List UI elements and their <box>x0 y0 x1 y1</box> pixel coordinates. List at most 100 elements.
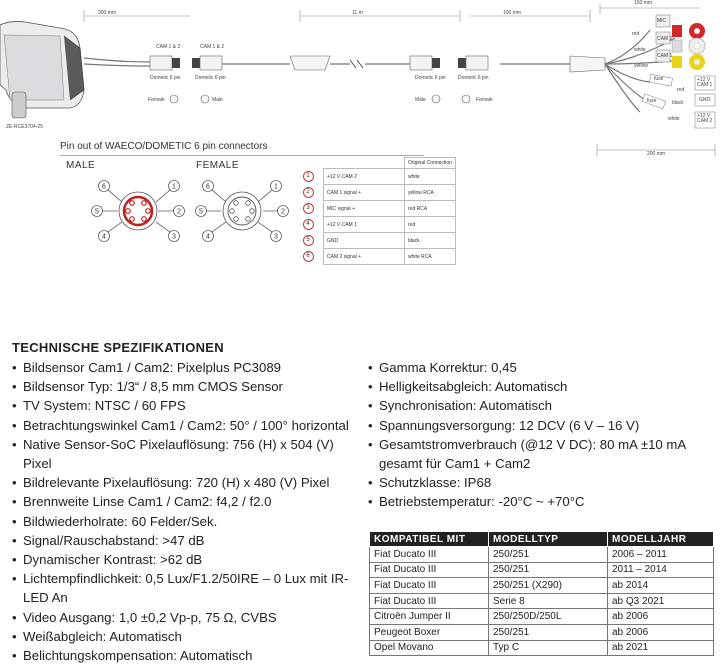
svg-text:4: 4 <box>206 234 210 241</box>
pin-signal: +12 V CAM 1 <box>323 216 405 233</box>
label-male-left: Male <box>212 97 223 103</box>
svg-text:6: 6 <box>102 184 106 191</box>
pinout-row: 2 CAM 1 signal +yellow RCA <box>293 184 456 201</box>
connector-left-pair <box>149 55 223 71</box>
compat-cell: Fiat Ducato III <box>369 561 489 579</box>
compat-cell: ab 2006 <box>607 623 714 641</box>
pin-number: 2 <box>302 187 314 198</box>
spec-item: Betrachtungswinkel Cam1 / Cam2: 50° / 10… <box>12 416 357 435</box>
label-gnd: GND <box>699 97 711 103</box>
pinout-header: Original Connection <box>404 157 456 169</box>
compat-cell: ab 2021 <box>607 639 714 657</box>
spec-item: Native Sensor-SoC Pixelauflösung: 756 (H… <box>12 435 357 473</box>
label-female-right: Female <box>476 97 493 103</box>
pin-original: red RCA <box>404 200 456 217</box>
dim-200: 200 mm <box>647 151 666 157</box>
pin-signal: MIC signal + <box>323 200 405 217</box>
compat-cell: 250/251 <box>488 561 608 579</box>
wire-yellow: yellow <box>634 63 648 69</box>
compat-cell: Fiat Ducato III <box>369 577 489 594</box>
spec-item: Gesamtstromverbrauch (@12 V DC): 80 mA ±… <box>368 435 713 473</box>
wiring-diagram <box>0 4 716 156</box>
compat-cell: Typ C <box>488 639 608 657</box>
pinout-title: Pin out of WAECO/DOMETIC 6 pin connector… <box>60 141 268 152</box>
compatibility-table: KOMPATIBEL MIT MODELLTYP MODELLJAHR Fiat… <box>369 531 714 657</box>
compat-cell: ab 2006 <box>607 608 714 625</box>
spec-item: Lichtempfindlichkeit: 0,5 Lux/F1.2/50IRE… <box>12 569 357 607</box>
spec-item: Signal/Rauschabstand: >47 dB <box>12 531 357 550</box>
pin-number: 5 <box>302 235 314 246</box>
svg-text:3: 3 <box>274 234 278 241</box>
compat-cell: Peugeot Boxer <box>369 623 489 641</box>
label-12v-cam2: +12 V CAM 2 <box>697 113 713 124</box>
specs-list-right: Gamma Korrektur: 0,45 Helligkeitsabgleic… <box>368 358 713 512</box>
spec-item: Gamma Korrektur: 0,45 <box>368 358 713 377</box>
compat-cell: ab Q3 2021 <box>607 592 714 610</box>
dim-100: 100 mm <box>503 10 522 16</box>
pin-number: 3 <box>302 203 314 214</box>
label-dometic-3: Dometic 6 pin <box>415 75 446 81</box>
spec-item: Betriebstemperatur: -20°C ~ +70°C <box>368 492 713 511</box>
dim-150: 150 mm <box>634 0 653 6</box>
label-dometic-2: Dometic 6 pin <box>195 75 226 81</box>
svg-text:5: 5 <box>199 209 203 216</box>
svg-text:5: 5 <box>95 209 99 216</box>
label-male: MALE <box>66 160 96 171</box>
compat-cell: 250/251 <box>488 623 608 641</box>
label-cam1: CAM 1 <box>657 53 673 59</box>
svg-text:4: 4 <box>102 234 106 241</box>
label-cam-left-2: CAM 1 & 2 <box>200 44 225 50</box>
compat-header-row: KOMPATIBEL MIT MODELLTYP MODELLJAHR <box>369 531 714 547</box>
compat-cell: Fiat Ducato III <box>369 546 489 563</box>
compat-cell: 250/251 <box>488 546 608 563</box>
pin-signal: CAM 1 signal + <box>323 184 405 201</box>
pin-original: white <box>404 168 456 185</box>
wire-red: red <box>632 31 640 37</box>
spec-item: Spannungsversorgung: 12 DCV (6 V – 16 V) <box>368 416 713 435</box>
svg-text:2: 2 <box>281 209 285 216</box>
label-fuse-2: fuse <box>647 98 657 104</box>
label-cam-left-1: CAM 1 & 2 <box>156 44 181 50</box>
spec-item: Brennweite Linse Cam1 / Cam2: f4,2 / f2.… <box>12 492 357 511</box>
pin-number: 1 <box>302 171 314 182</box>
spec-item: Schutzklasse: IP68 <box>368 473 713 492</box>
label-female: FEMALE <box>196 160 240 171</box>
pin-original: yellow RCA <box>404 184 456 201</box>
wire-white: white <box>634 47 646 53</box>
pin-original: red <box>404 216 456 233</box>
compat-cell: 2011 – 2014 <box>607 561 714 579</box>
specs-title: TECHNISCHE SPEZIFIKATIONEN <box>12 340 224 355</box>
compat-cell: 250/251 (X290) <box>488 577 608 594</box>
spec-item: Bildsensor Cam1 / Cam2: Pixelplus PC3089 <box>12 358 357 377</box>
dim-11m: 11 m <box>352 10 363 16</box>
spec-item: Helligkeitsabgleich: Automatisch <box>368 377 713 396</box>
rca-plugs <box>655 14 706 70</box>
compat-cell: Serie 8 <box>488 592 608 610</box>
svg-text:1: 1 <box>274 184 278 191</box>
label-female-left: Female <box>148 97 165 103</box>
pin-signal: CAM 2 signal + <box>323 248 405 265</box>
pin-number: 4 <box>302 219 314 230</box>
label-mic: MIC <box>657 18 667 24</box>
label-dometic-4: Dometic 6 pin <box>458 75 489 81</box>
label-dometic-1: Dometic 6 pin <box>150 75 181 81</box>
spec-item: Synchronisation: Automatisch <box>368 396 713 415</box>
spec-item: Bildrelevante Pixelauflösung: 720 (H) x … <box>12 473 357 492</box>
pin-number: 6 <box>302 251 314 262</box>
spec-item: Bildsensor Typ: 1/3“ / 8,5 mm CMOS Senso… <box>12 377 357 396</box>
compat-cell: Opel Movano <box>369 639 489 657</box>
label-cam2: CAM 2 <box>657 36 673 42</box>
model-code: ZE-RCE3704-25 <box>6 124 43 130</box>
